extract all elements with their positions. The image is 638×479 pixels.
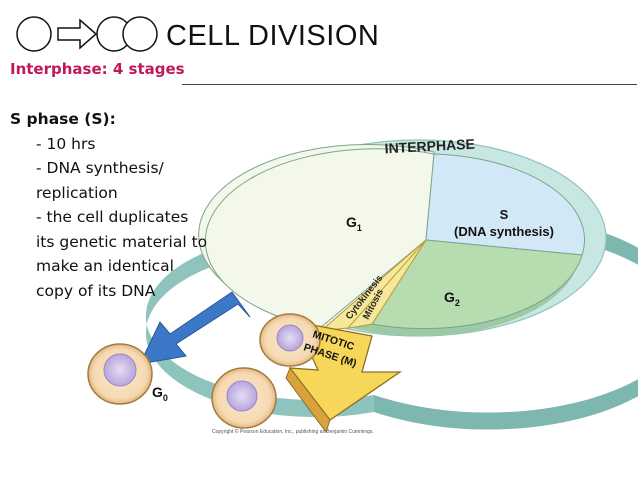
mitotic-arrow-side [285,366,331,434]
description-line: copy of its DNA [36,281,156,300]
description-line: - DNA synthesis/ [36,159,164,177]
arrow-right-icon [57,18,98,50]
interphase-label: INTERPHASE [384,136,475,157]
description-line: replication [36,183,118,202]
m-divider [347,239,427,329]
cell-image-top [259,313,321,367]
g2-sector [371,239,583,330]
g1-sector-full [204,148,435,329]
s-phase-heading: S phase (S): [10,110,116,128]
cell-image-bottom [211,367,277,429]
page-title: CELL DIVISION [166,20,380,52]
s-label: S [500,207,509,222]
divider [182,84,637,85]
g2-label: G2 [444,289,460,308]
cell-image-g0 [87,343,153,405]
page-subtitle: Interphase: 4 stages [10,60,185,78]
ring-side-right [374,232,638,430]
title-bar: CELL DIVISION [0,0,638,56]
description-line: make an identical [36,257,174,275]
description-line: its genetic material to [36,232,208,251]
s-phase-description: S phase (S): - 10 hrs - DNA synthesis/ r… [10,107,240,303]
g0-label: G0 [152,384,168,403]
s-detail-label: (DNA synthesis) [454,224,554,239]
g1-label: G1 [346,214,362,233]
s-sector [425,153,585,256]
description-line: - 10 hrs [36,134,96,153]
cell-circle-icon [16,16,52,52]
copyright-text: Copyright © Pearson Education, Inc., pub… [212,428,374,435]
cell-circle-icon [122,16,158,52]
description-line: - the cell duplicates [36,208,189,226]
progression-icon [16,16,158,52]
